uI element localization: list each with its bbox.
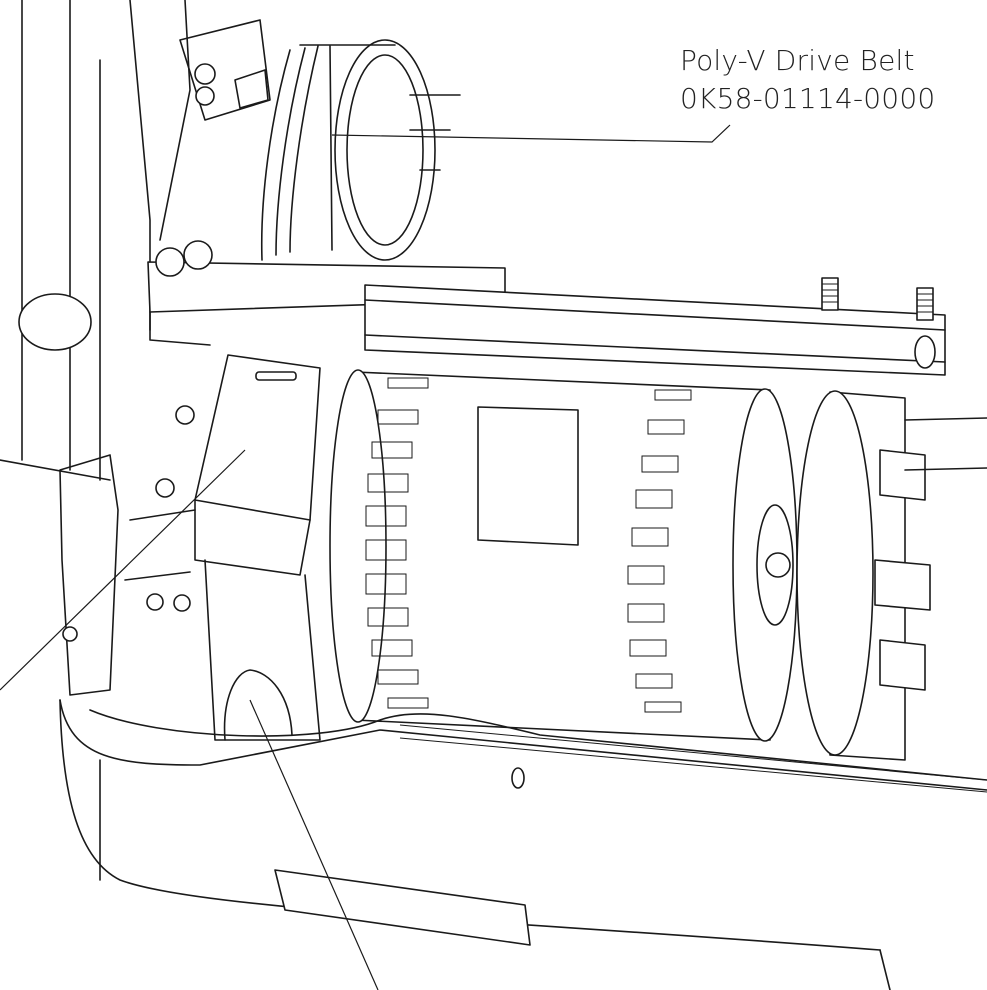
front-cover: [59, 699, 987, 990]
side-roller: [796, 390, 987, 761]
screw: [173, 594, 191, 612]
drum-window: [477, 406, 579, 546]
drive-pulley: [260, 39, 461, 261]
knob: [18, 293, 92, 351]
center-guide: [194, 354, 321, 741]
top-rail: [147, 240, 946, 376]
screw: [195, 86, 215, 106]
belt-callout-name: Poly-V Drive Belt: [680, 44, 915, 77]
bottom-leader-line: [249, 699, 379, 990]
upper-bracket: [179, 19, 271, 121]
spring: [916, 287, 934, 321]
belt-leader-line: [331, 124, 731, 143]
drum-end-disc: [732, 388, 798, 742]
spring: [821, 277, 839, 311]
screw: [155, 247, 185, 277]
belt-callout: Poly-V Drive Belt 0K58-01114-0000: [680, 42, 935, 118]
left-mechanism: [59, 405, 196, 696]
print-drum: [329, 369, 771, 741]
screw: [62, 626, 78, 642]
screw: [155, 478, 175, 498]
screw: [194, 63, 216, 85]
leader-lines: [0, 124, 731, 990]
belt-callout-part-number: 0K58-01114-0000: [680, 82, 936, 115]
screw: [183, 240, 213, 270]
left-side-plate: [0, 0, 191, 481]
drum-slots-right: [627, 389, 692, 713]
front-slot: [274, 869, 531, 946]
screw: [175, 405, 195, 425]
drum-slots-left: [365, 377, 429, 709]
left-leader-line: [0, 449, 246, 691]
screw: [146, 593, 164, 611]
